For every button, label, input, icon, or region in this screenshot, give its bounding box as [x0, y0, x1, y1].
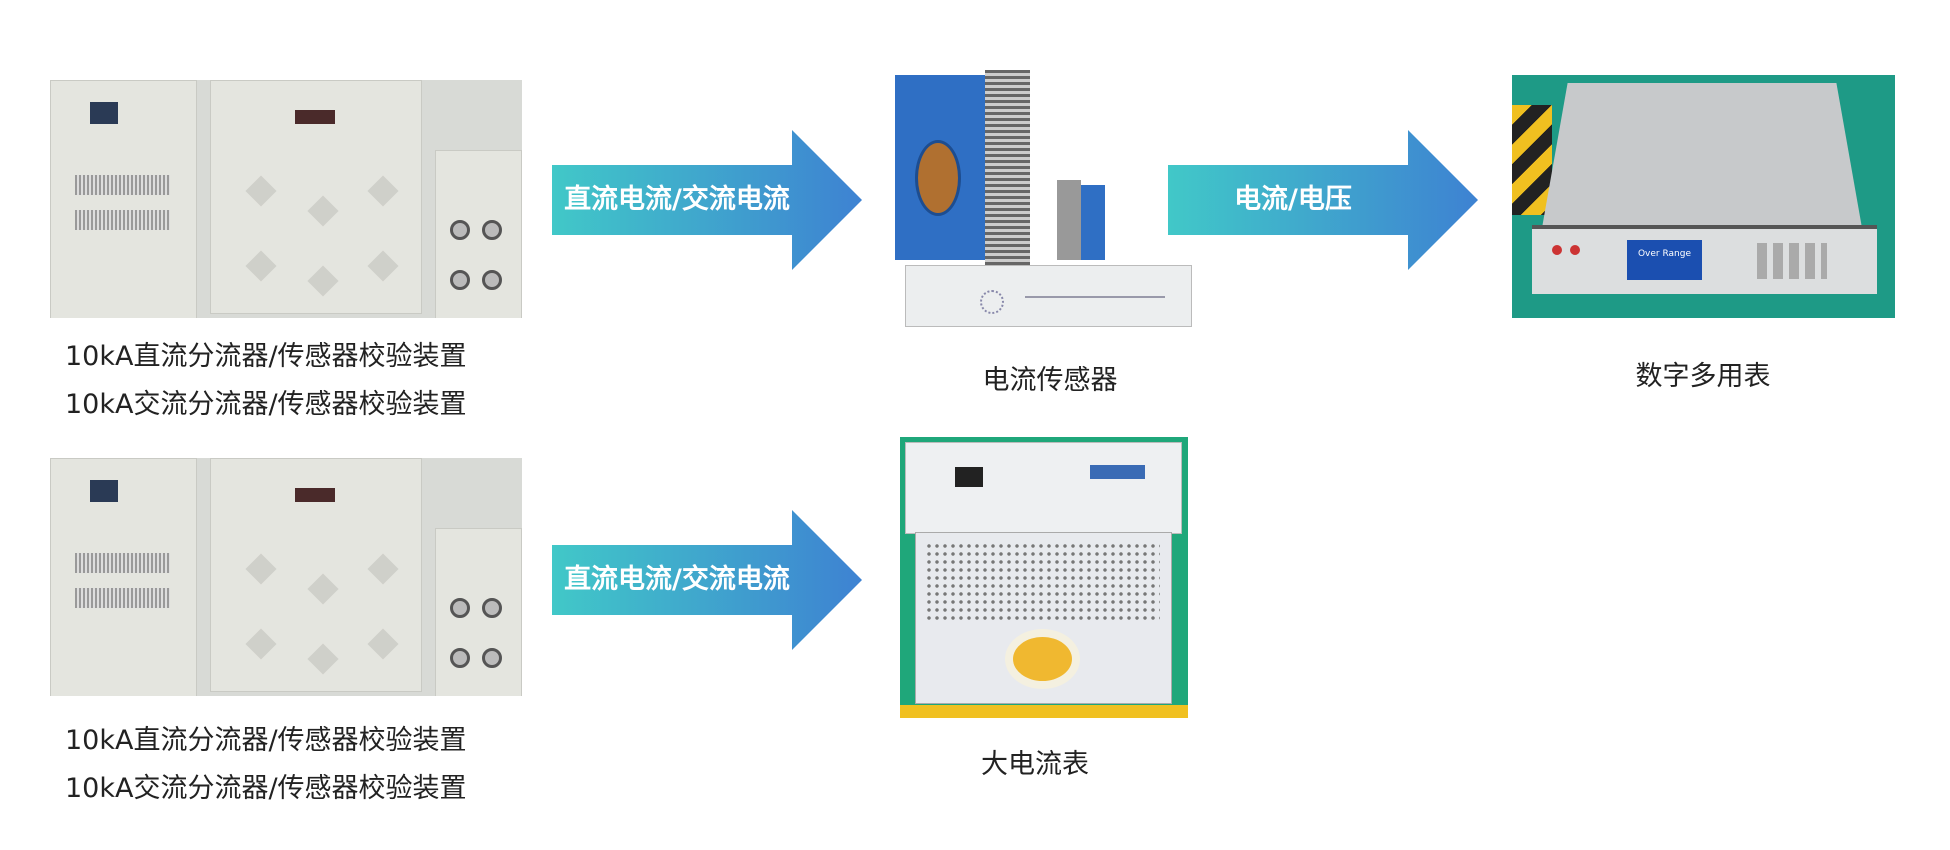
source-caption-line-2: 10kA交流分流器/传感器校验装置	[65, 773, 467, 804]
arrow-label: 电流/电压	[1234, 184, 1352, 215]
high-current-meter-photo	[900, 437, 1188, 718]
arrow-right-icon	[552, 130, 862, 270]
calibration-device-photo	[50, 80, 522, 318]
flow-arrow-current-2: 直流电流/交流电流	[552, 510, 862, 650]
digital-multimeter-photo: Over Range	[1512, 75, 1895, 318]
calibration-device-photo-2	[50, 458, 522, 696]
meter-caption: 大电流表	[981, 749, 1089, 780]
dmm-display: Over Range	[1627, 240, 1702, 280]
source-caption-line-1: 10kA直流分流器/传感器校验装置	[65, 725, 467, 756]
arrow-label: 直流电流/交流电流	[564, 184, 790, 215]
current-sensor-photo	[885, 50, 1195, 345]
source-caption-line-2: 10kA交流分流器/传感器校验装置	[65, 389, 467, 420]
source-caption-line-1: 10kA直流分流器/传感器校验装置	[65, 341, 467, 372]
flow-arrow-current: 直流电流/交流电流	[552, 130, 862, 270]
arrow-label: 直流电流/交流电流	[564, 564, 790, 595]
arrow-right-icon	[552, 510, 862, 650]
sensor-caption: 电流传感器	[982, 365, 1118, 396]
multimeter-caption: 数字多用表	[1635, 361, 1771, 392]
arrow-right-icon	[1168, 130, 1478, 270]
flow-arrow-current-voltage: 电流/电压	[1168, 130, 1478, 270]
